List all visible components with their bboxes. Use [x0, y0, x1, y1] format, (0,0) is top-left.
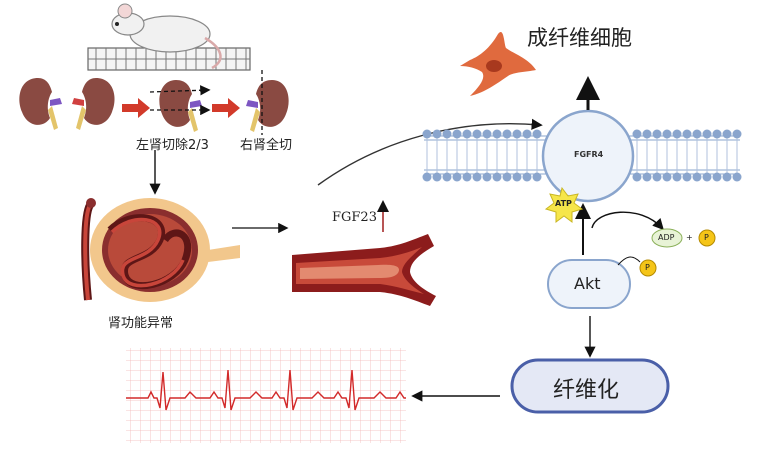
adp-badge: [651, 228, 683, 248]
kidney-icon: [19, 78, 115, 130]
cell-membrane: [422, 129, 742, 182]
nephron-icon: [81, 198, 240, 302]
fibroblast-label: 成纤维细胞: [527, 26, 632, 50]
renal-dysfunction-label: 肾功能异常: [108, 316, 174, 331]
plus-label: +: [686, 233, 693, 242]
resect-right-label: 右肾全切: [240, 138, 293, 153]
resect-left-label: 左肾切除2/3: [136, 138, 209, 153]
arrow-curve-icon: [317, 118, 543, 186]
arrow-curve-icon: [591, 211, 664, 231]
phosphate-icon: [698, 229, 716, 247]
atp-label: ATP: [555, 199, 572, 208]
blood-vessel-icon: [292, 234, 436, 306]
phosphate-icon: [639, 259, 657, 277]
fibrosis-node: [510, 358, 670, 414]
atp-star-icon: [544, 186, 584, 223]
phosphate-label: P: [704, 233, 709, 242]
arrow-right-icon: [122, 98, 150, 118]
arrow-right-icon: [212, 98, 240, 118]
mouse-icon: [87, 3, 251, 71]
fibroblast-cell-icon: [460, 31, 536, 97]
kidney-icon: [246, 70, 289, 135]
fibrosis-label: 纤维化: [553, 378, 620, 403]
kidney-icon: [149, 80, 211, 132]
fgf23-label: FGF23: [332, 210, 377, 225]
fgfr4-label: FGFR4: [574, 150, 604, 159]
adp-label: ADP: [658, 233, 675, 242]
ecg-strip-icon: [126, 348, 406, 443]
akt-label: Akt: [574, 274, 601, 293]
akt-phosphate-label: P: [645, 263, 650, 272]
akt-node: [547, 259, 631, 309]
fgfr4-receptor: [541, 109, 635, 203]
